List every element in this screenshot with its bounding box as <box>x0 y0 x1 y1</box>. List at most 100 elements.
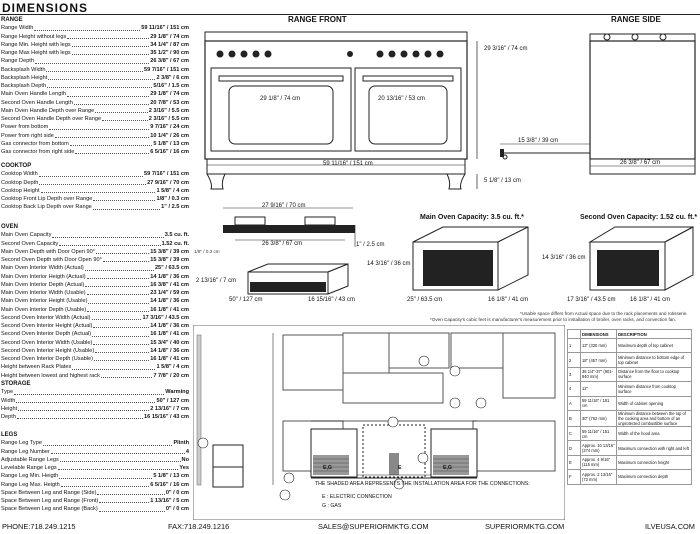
spec-label: Space Between Leg and Range (Side) <box>1 489 97 496</box>
main-oven-height-label: 14 3/16" / 36 cm <box>367 261 411 267</box>
spec-value: 59 11/16" / 151 cm <box>141 25 189 32</box>
spec-label: Depth <box>1 414 16 420</box>
install-label-eg-left: E,G <box>323 465 332 471</box>
leader-dots <box>85 281 150 287</box>
spec-label: Power from right side <box>1 132 54 139</box>
spec-value: 16 15/16" / 43 cm <box>144 414 189 420</box>
spec-value: 20 7/8" / 53 cm <box>150 99 189 106</box>
spec-value: 1 5/8" / 4 cm <box>156 187 189 194</box>
leader-dots <box>47 82 153 89</box>
spec-row: Space Between Leg and Range (Front)1 13/… <box>1 497 189 505</box>
footer-fax: FAX:718.249.1216 <box>168 522 230 531</box>
footer-site[interactable]: SUPERIORMKTG.COM <box>485 522 565 531</box>
spec-label: Main Oven Depth with Door Open 90° <box>1 248 95 255</box>
spec-value: 15 3/8" / 39 cm <box>150 248 189 255</box>
spec-value: 14 1/8" / 36 cm <box>150 273 189 280</box>
side-door-open-label: 15 3/8" / 39 cm <box>518 138 559 144</box>
leader-dots <box>94 355 150 362</box>
leader-dots <box>59 456 181 462</box>
spec-value: 7 7/8" / 20 cm <box>153 372 189 379</box>
spec-label: Type <box>1 389 14 396</box>
leader-dots <box>86 289 150 296</box>
main-oven-width-label: 25" / 63.5 cm <box>407 297 443 303</box>
leader-dots <box>71 49 150 56</box>
footer-brand-site[interactable]: ILVEUSA.COM <box>645 522 695 531</box>
main-oven-capacity-title: Main Oven Capacity: 3.5 cu. ft.* <box>420 214 524 221</box>
spec-value: 1/8" / 0.3 cm <box>156 196 189 202</box>
capacity-note: *Usable space differs from Actual space … <box>520 311 688 316</box>
cooktop-front-label: 1/8" / 0.3 cm <box>194 249 220 254</box>
spec-label: Main Oven Interior Height (Usable) <box>1 298 88 305</box>
spec-row: Second Oven Interior Height (Actual)14 1… <box>1 322 189 330</box>
front-leg-label: 5 1/8" / 13 cm <box>484 178 521 184</box>
spec-label: Second Oven Interior Depth (Actual) <box>1 331 92 338</box>
spec-row: Main Oven Interior Height (Usable) 14 1/8… <box>1 297 189 305</box>
leader-dots <box>92 330 150 337</box>
title-rule <box>0 14 700 15</box>
leader-dots <box>99 497 150 504</box>
dims-value: Approx. 10 13/16" (274 mm) <box>579 440 618 456</box>
leader-dots <box>72 363 156 370</box>
spec-label: Range Leg Max. Heigth <box>1 481 60 488</box>
leader-dots <box>93 322 150 329</box>
front-main-handle-label: 29 1/8" / 74 cm <box>260 96 301 102</box>
leader-dots <box>69 140 153 146</box>
leader-dots <box>59 472 153 479</box>
leader-dots <box>16 397 156 403</box>
install-label-e: E <box>398 465 402 471</box>
leader-dots <box>93 339 150 345</box>
spec-label: Backsplash Height <box>1 74 48 81</box>
capacity-note-2: *Oven Capacity's cubic feet is manufactu… <box>430 317 677 322</box>
spec-label: Range Leg Type <box>1 440 42 447</box>
spec-row: Second Oven Interior Width (Usable)15 3/… <box>1 339 189 347</box>
spec-label: Main Oven Interior Depth (Usable) <box>1 306 87 313</box>
leader-dots <box>86 273 150 279</box>
leader-dots <box>54 132 150 138</box>
spec-label: Space Between Leg and Range (Front) <box>1 498 99 504</box>
leader-dots <box>34 57 150 64</box>
dims-description: Maximum connection height <box>616 454 692 471</box>
spec-label: Main Oven Handle Depth over Range <box>1 107 95 114</box>
dims-key: 1 <box>567 337 581 354</box>
leader-dots <box>18 405 150 411</box>
spec-label: Cooktop Depth <box>1 179 39 186</box>
spec-value: 14 1/8" / 36 cm <box>150 298 189 305</box>
range-front-drawing <box>204 31 478 190</box>
spec-label: Range Max Height with legs <box>1 50 71 56</box>
spec-value: 16 1/8" / 41 cm <box>150 306 189 313</box>
leader-dots <box>88 297 150 304</box>
drawer-width-label: 50" / 127 cm <box>229 297 263 303</box>
leader-dots <box>87 306 150 312</box>
spec-value: 16 3/8" / 41 cm <box>150 281 189 288</box>
leader-dots <box>40 187 156 193</box>
spec-label: Cooktop Back Lip Depth over Range <box>1 204 92 211</box>
leader-dots <box>84 264 154 271</box>
leader-dots <box>50 448 185 454</box>
leader-dots <box>95 107 148 113</box>
front-width-label: 59 11/16" / 151 cm <box>323 161 373 167</box>
leader-dots <box>48 74 156 80</box>
spec-value: No <box>181 456 189 463</box>
leader-dots <box>38 170 144 177</box>
spec-row: Space Between Leg and Range (Side)0" / 0… <box>1 489 189 497</box>
dims-key: 2 <box>567 352 581 368</box>
footer-email[interactable]: SALES@SUPERIORMKTG.COM <box>318 522 429 531</box>
dims-description: Width of the hood area <box>616 425 692 442</box>
